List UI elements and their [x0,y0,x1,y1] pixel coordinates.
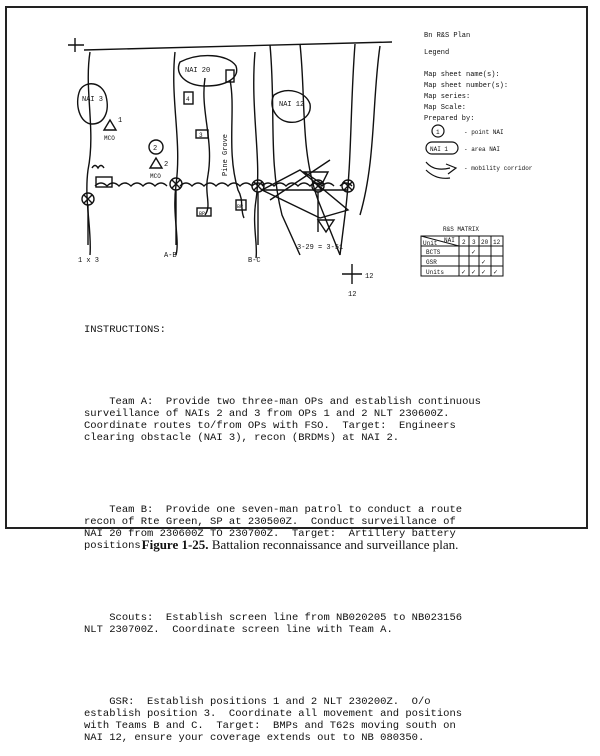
legend-area-nai-text: - area NAI [464,146,500,153]
unit-label-4: 4 [186,96,190,103]
unit-box-top [225,69,235,83]
legend-field: Map sheet name(s): [424,71,500,79]
corridor-line-3 [339,43,356,256]
pine-grove-route [203,77,211,216]
figure-caption: Figure 1-25. Battalion reconnaissance an… [0,537,600,553]
unit-box-4 [183,91,194,105]
nai12-outline [271,90,311,123]
obstacle-triangle-1 [102,118,118,131]
boundary-line [83,41,393,51]
matrix-row-gsr: GSR [426,259,437,266]
figure-number: Figure 1-25. [141,537,209,552]
obstacle-label-1: MCO [104,135,115,142]
rs-matrix-grid [420,235,504,277]
legend-plan-title: Bn R&S Plan [424,32,471,40]
obstacle-label-2: MCO [150,173,161,180]
unit-label-bp2: BP [237,204,243,210]
unit-label-3: 3 [199,132,203,139]
obstacle-triangle-2 [148,156,164,169]
unit-box-bp1 [196,207,212,217]
gsr-fan-1 [260,169,350,219]
label-bc: B-C [248,257,261,265]
nai2-label: 2 [153,145,157,153]
matrix-col-4: 12 [493,239,501,246]
matrix-corner-unit: Unit [423,240,437,247]
unit-box-3 [195,129,209,139]
route-2 [229,79,245,219]
legend-heading: Legend [424,49,450,57]
matrix-col-2: 3 [472,239,476,246]
nai20-outline [177,54,238,87]
instructions-block: INSTRUCTIONS: Team A: Provide two three-… [84,300,544,756]
nai2-circle [148,139,164,155]
grid-label-a: 12 [365,273,373,281]
legend-mobility-corridor-symbol [425,161,458,179]
legend-field: Map series: [424,93,471,101]
screen-line [94,182,353,187]
gsr-fan-2 [262,159,348,201]
obstacle-number-2: 2 [164,161,168,169]
instructions-gsr: GSR: Establish positions 1 and 2 NLT 230… [84,696,463,744]
matrix-mark: ✓ [471,249,476,256]
legend-area-nai-symbol [425,141,459,155]
matrix-row-units: Units [426,269,444,276]
instructions-scouts: Scouts: Establish screen line from NB020… [84,612,463,636]
grid-cross [342,264,362,284]
gsr-box [95,176,113,188]
corridor-line-4 [359,45,381,216]
obstacle-number-1: 1 [118,117,122,125]
matrix-mark: ✓ [461,269,466,276]
matrix-corner-nai: NAI [444,237,455,244]
corridor-line-2 [299,43,341,256]
figure-frame [5,6,588,529]
nai3-outline [76,83,108,125]
label-range: 3-29 = 3-51 [297,244,343,252]
op-leader-lines [87,190,319,245]
matrix-row-bcts: BCTS [426,249,441,256]
op-markers [81,177,355,206]
label-1x3: 1 x 3 [78,257,99,265]
boundary-tick [68,38,84,52]
matrix-col-1: 2 [462,239,466,246]
figure-caption-text: Battalion reconnaissance and surveillanc… [211,537,459,552]
legend-point-nai-text: - point NAI [464,129,504,136]
matrix-mark: ✓ [471,269,476,276]
nai20-label: NAI 20 [185,67,210,75]
legend-field: Map Scale: [424,104,467,112]
grid-label-b: 12 [348,291,356,299]
legend-point-nai-number: 1 [436,129,440,136]
legend-field: Prepared by: [424,115,475,123]
matrix-col-3: 20 [481,239,489,246]
instructions-team-a: Team A: Provide two three-man OPs and es… [84,396,481,444]
legend-area-nai-label: NAI 1 [430,146,448,153]
matrix-mark: ✓ [481,259,486,266]
legend-field: Map sheet number(s): [424,82,509,90]
unit-box-bp2 [235,199,247,211]
overlay-map: NAI 3 NAI 20 NAI 12 2 1 MCO 2 MCO Pine G… [68,38,533,299]
matrix-mark: ✓ [481,269,486,276]
sector-line-right [253,51,259,259]
unit-label-bp1: BP [199,211,205,217]
legend-mobility-text: - mobility corridor [464,165,533,172]
instructions-heading: INSTRUCTIONS: [84,324,166,336]
sector-line-center [173,51,179,256]
matrix-mark: ✓ [493,269,498,276]
nai12-label: NAI 12 [279,101,304,109]
corridor-line-1 [269,44,301,256]
pine-grove-label: Pine Grove [222,134,230,176]
movement-arrow [91,164,105,170]
nai3-label-line1: NAI 3 [82,96,103,104]
matrix-title: R&S MATRIX [443,226,479,233]
legend-point-nai-symbol [431,124,445,138]
label-ab: A-B [164,252,177,260]
gsr-position-2 [316,219,336,234]
gsr-position [301,171,330,186]
instructions-team-b: Team B: Provide one seven-man patrol to … [84,504,463,552]
